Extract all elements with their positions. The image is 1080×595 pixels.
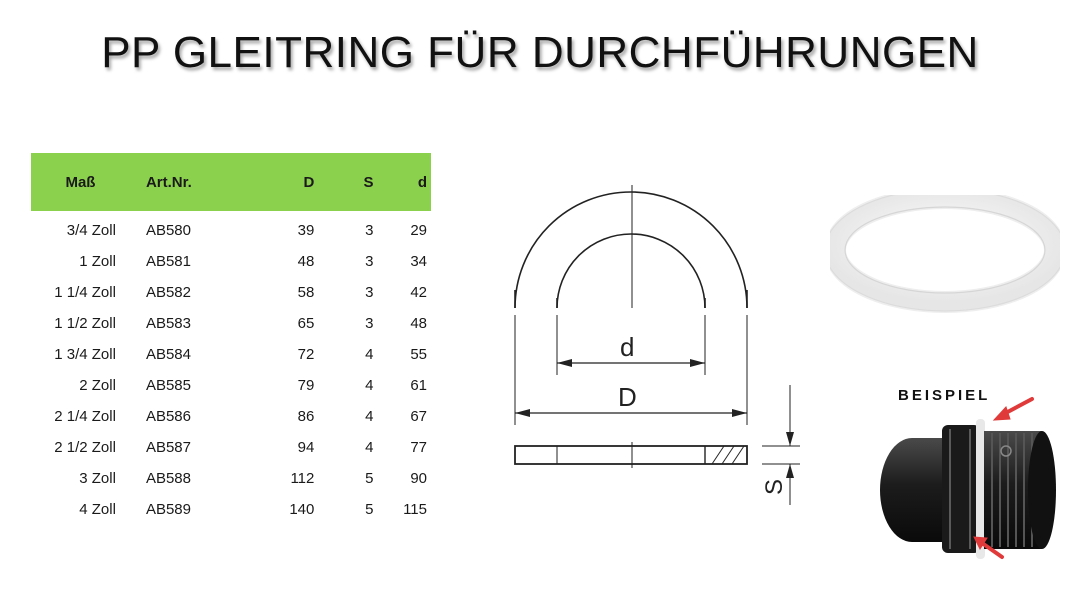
cell-art-nr: AB585 <box>145 377 191 394</box>
cell-mass: 4 Zoll <box>79 501 116 518</box>
cell-art-nr: AB588 <box>145 470 191 487</box>
cell-D: 39 <box>297 222 315 239</box>
cell-mass: 1 3/4 Zoll <box>54 346 116 363</box>
cell-art-nr: AB580 <box>145 222 191 239</box>
cell-d: 55 <box>410 346 427 363</box>
table-row: 2 Zoll AB585 79 4 61 <box>31 370 431 401</box>
cell-mass: 2 1/2 Zoll <box>54 439 116 456</box>
table-row: 3 Zoll AB588 112 5 90 <box>31 463 431 494</box>
col-header-mass: Maß <box>31 153 116 211</box>
cell-D: 94 <box>297 439 315 456</box>
table-row: 1 Zoll AB581 48 3 34 <box>31 246 431 277</box>
cell-mass: 2 Zoll <box>79 377 116 394</box>
cell-mass: 3/4 Zoll <box>66 222 116 239</box>
cell-S: 4 <box>365 439 374 456</box>
cell-d: 67 <box>410 408 427 425</box>
table-row: 1 3/4 Zoll AB584 72 4 55 <box>31 339 431 370</box>
page-title: PP GLEITRING FÜR DURCHFÜHRUNGEN <box>101 28 979 77</box>
cell-S: 4 <box>365 408 374 425</box>
cell-S: 3 <box>365 253 374 270</box>
table-row: 4 Zoll AB589 140 5 115 <box>31 494 431 525</box>
label-D: D <box>618 382 637 412</box>
label-d: d <box>620 332 634 362</box>
cell-mass: 2 1/4 Zoll <box>54 408 116 425</box>
cell-d: 29 <box>410 222 427 239</box>
cell-S: 5 <box>365 501 374 518</box>
cell-D: 112 <box>290 470 315 487</box>
cell-d: 90 <box>410 470 427 487</box>
table-row: 2 1/4 Zoll AB586 86 4 67 <box>31 401 431 432</box>
cell-mass: 1 1/2 Zoll <box>54 315 116 332</box>
cell-d: 48 <box>410 315 427 332</box>
side-view <box>514 445 748 465</box>
inner-arc <box>556 233 706 309</box>
example-label: BEISPIEL <box>898 387 991 404</box>
cell-D: 58 <box>297 284 315 301</box>
cell-D: 72 <box>297 346 315 363</box>
ring-photo <box>830 195 1060 313</box>
ring-technical-drawing: d D S <box>514 185 800 505</box>
cell-S: 5 <box>365 470 374 487</box>
cell-D: 79 <box>297 377 315 394</box>
table-row: 1 1/4 Zoll AB582 58 3 42 <box>31 277 431 308</box>
cell-d: 61 <box>410 377 427 394</box>
table-header-row: Maß Art.Nr. D S d <box>31 153 431 211</box>
cell-D: 65 <box>297 315 315 332</box>
cell-art-nr: AB581 <box>145 253 191 270</box>
cell-d: 77 <box>410 439 427 456</box>
cell-D: 86 <box>297 408 315 425</box>
cell-art-nr: AB584 <box>145 346 191 363</box>
cell-S: 3 <box>365 315 374 332</box>
outer-arc <box>514 191 748 309</box>
cell-mass: 3 Zoll <box>79 470 116 487</box>
table-row: 3/4 Zoll AB580 39 3 29 <box>31 211 431 246</box>
spec-table: Maß Art.Nr. D S d 3/4 Zoll AB580 39 3 29 1 Zo… <box>31 153 431 525</box>
col-header-art-nr: Art.Nr. <box>115 153 245 211</box>
table-row: 1 1/2 Zoll AB583 65 3 48 <box>31 308 431 339</box>
cell-mass: 1 Zoll <box>79 253 116 270</box>
cell-d: 42 <box>410 284 427 301</box>
cell-art-nr: AB582 <box>145 284 191 301</box>
cell-art-nr: AB586 <box>145 408 191 425</box>
label-S: S <box>761 479 788 495</box>
col-header-D: D <box>244 153 315 211</box>
table-row: 2 1/2 Zoll AB587 94 4 77 <box>31 432 431 463</box>
cell-D: 140 <box>289 501 315 518</box>
cell-art-nr: AB583 <box>145 315 191 332</box>
cell-S: 3 <box>365 222 374 239</box>
cell-d: 115 <box>403 501 427 518</box>
cell-S: 4 <box>365 346 374 363</box>
cell-S: 4 <box>365 377 374 394</box>
col-header-d: d <box>373 153 431 211</box>
col-header-S: S <box>314 153 374 211</box>
fitting-photo <box>880 397 1056 559</box>
cell-art-nr: AB587 <box>145 439 191 456</box>
cell-D: 48 <box>297 253 315 270</box>
cell-art-nr: AB589 <box>145 501 191 518</box>
cell-S: 3 <box>365 284 374 301</box>
cell-mass: 1 1/4 Zoll <box>54 284 116 301</box>
cell-d: 34 <box>410 253 427 270</box>
